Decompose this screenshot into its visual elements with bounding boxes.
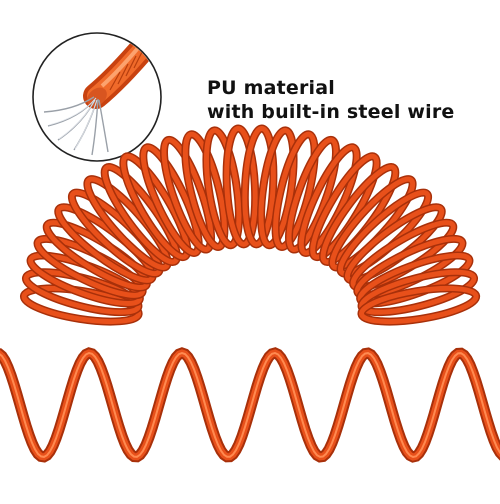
stretched-spiral-cable [0, 347, 500, 463]
coil-ring-highlight [286, 137, 339, 253]
coil-ring-highlight [242, 125, 276, 247]
coil-ring-highlight [273, 131, 318, 250]
cable-cross-section-icon [32, 32, 162, 162]
coil-ring-highlight [258, 127, 297, 248]
coiled-cable-arc [19, 124, 481, 326]
coil-ring-highlight [224, 125, 258, 247]
coil-ring-highlight [84, 176, 171, 270]
coil-ring-highlight [203, 127, 242, 248]
coil-ring-highlight [161, 137, 214, 253]
coil-ring-highlight [182, 131, 227, 250]
product-caption: PU material with built-in steel wire [207, 76, 497, 124]
coil-ring-highlight [298, 144, 360, 256]
coil-ring-highlight [120, 153, 190, 260]
caption-line-2: with built-in steel wire [207, 101, 455, 123]
caption-line-1: PU material [207, 77, 335, 99]
coil-ring-highlight [140, 144, 202, 256]
coil-ring-highlight [102, 164, 180, 265]
coil-ring-highlight [358, 285, 479, 325]
spiral-highlight [0, 351, 500, 459]
coil-ring-highlight [310, 153, 380, 260]
